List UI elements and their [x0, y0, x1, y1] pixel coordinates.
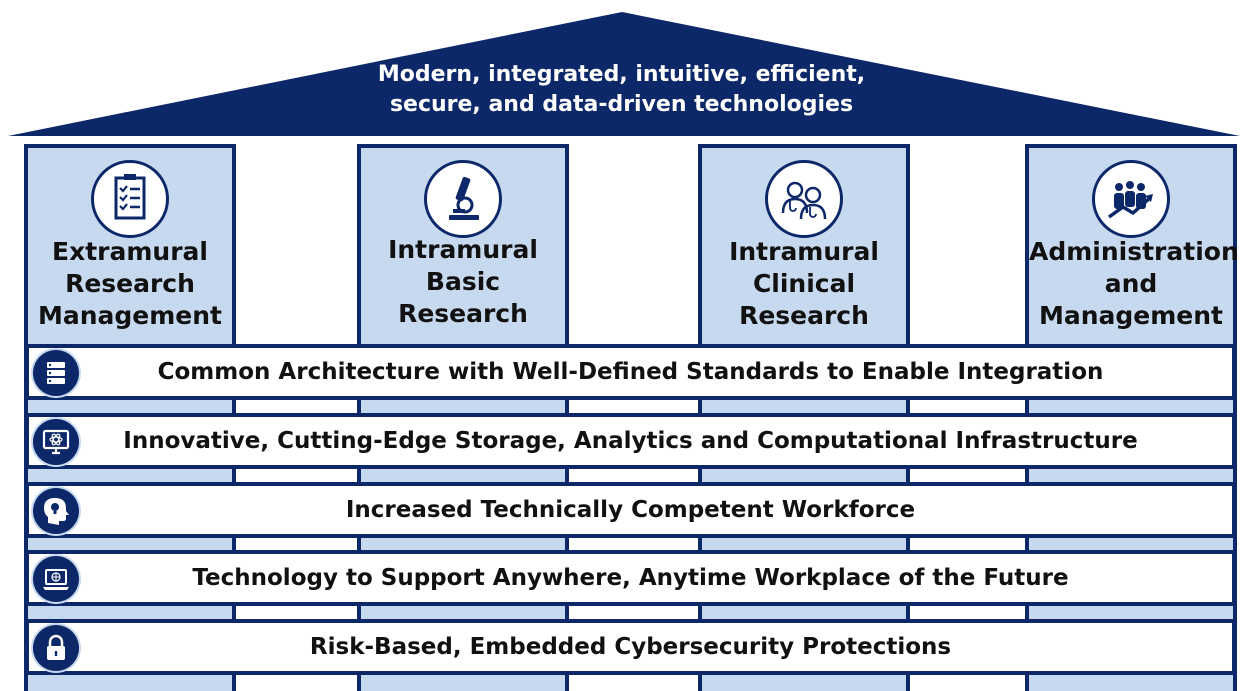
team-growth-icon [1092, 160, 1170, 238]
band-label: Risk-Based, Embedded Cybersecurity Prote… [309, 634, 952, 660]
band-label: Technology to Support Anywhere, Anytime … [192, 565, 1069, 591]
microscope-icon [424, 160, 502, 238]
band-anywhere-workplace: Technology to Support Anywhere, Anytime … [25, 550, 1236, 606]
checklist-icon [91, 160, 169, 238]
pillar-title: Extramural Research Management [37, 237, 223, 330]
roof [8, 12, 1240, 136]
band-label: Innovative, Cutting-Edge Storage, Analyt… [123, 428, 1138, 454]
band-technical-workforce: Increased Technically Competent Workforc… [25, 482, 1236, 538]
roof-title-line-1: Modern, integrated, intuitive, efficient… [377, 62, 866, 87]
head-lightbulb-icon [33, 488, 79, 534]
padlock-icon [33, 625, 79, 671]
pillar-title: Administration and Management [1029, 237, 1239, 330]
laptop-globe-icon [33, 556, 79, 602]
roof-title-line-2: secure, and data-driven technologies [389, 92, 854, 117]
server-icon [33, 350, 79, 396]
band-label: Increased Technically Competent Workforc… [345, 497, 916, 523]
pillar-title: Intramural Basic Research [388, 235, 538, 328]
band-storage-analytics-infrastructure: Innovative, Cutting-Edge Storage, Analyt… [25, 413, 1236, 469]
band-common-architecture: Common Architecture with Well-Defined St… [25, 344, 1236, 400]
monitor-atom-icon [33, 419, 79, 465]
doctors-icon [765, 160, 843, 238]
roof-title: Modern, integrated, intuitive, efficient… [300, 60, 943, 120]
band-label: Common Architecture with Well-Defined St… [157, 359, 1104, 385]
pillar-title: Intramural Clinical Research [729, 237, 879, 330]
band-cybersecurity: Risk-Based, Embedded Cybersecurity Prote… [25, 619, 1236, 675]
